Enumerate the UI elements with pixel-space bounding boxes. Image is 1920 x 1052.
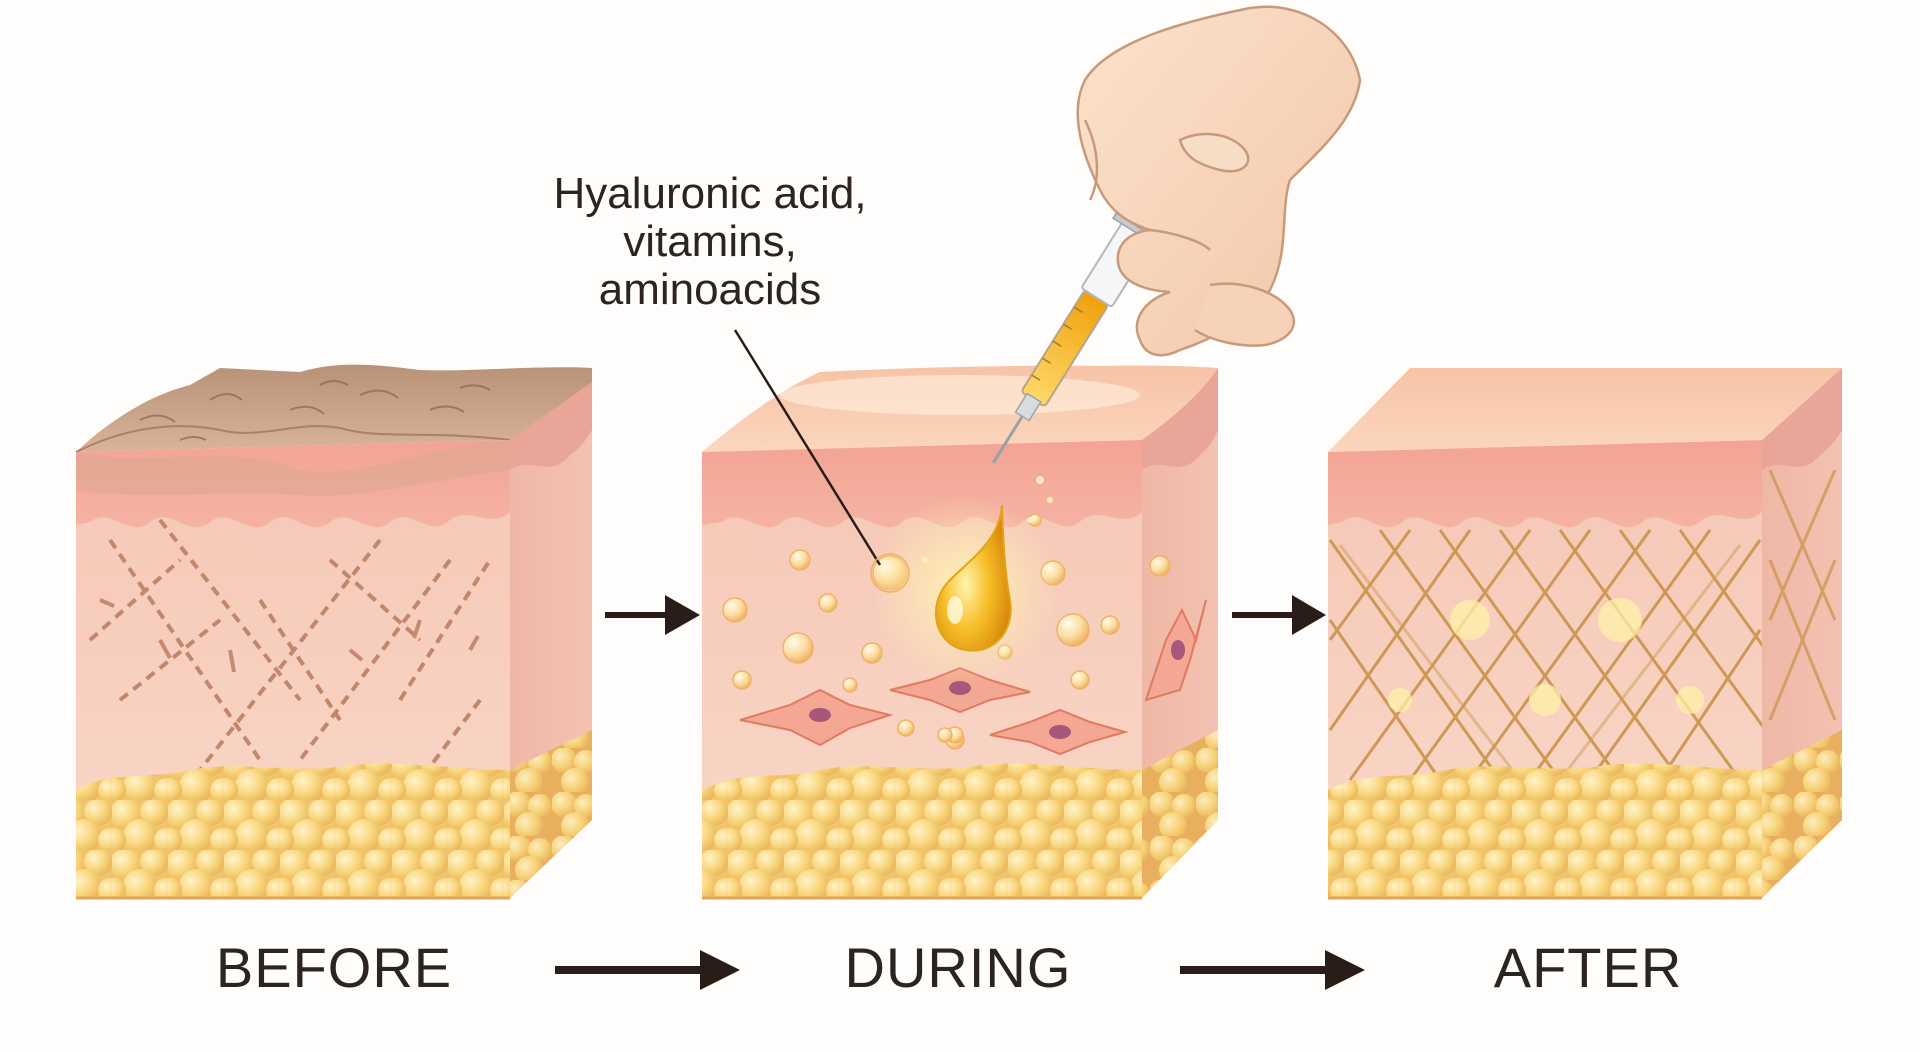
block-arrows bbox=[605, 595, 1326, 635]
skin-block-before bbox=[75, 364, 592, 900]
hand bbox=[1076, 5, 1362, 357]
label-arrows bbox=[555, 950, 1365, 990]
callout-line: vitamins, bbox=[623, 217, 797, 266]
arrow-right-icon bbox=[1180, 950, 1365, 990]
callout-line: Hyaluronic acid, bbox=[553, 169, 867, 218]
label-after: AFTER bbox=[1493, 936, 1683, 999]
skin-block-after bbox=[1328, 368, 1842, 900]
ingredient-callout: Hyaluronic acid, vitamins, aminoacids bbox=[500, 170, 920, 314]
label-before: BEFORE bbox=[215, 936, 453, 999]
arrow-right-icon bbox=[555, 950, 740, 990]
collagen-lattice bbox=[1328, 529, 1762, 781]
skin-block-during bbox=[702, 365, 1218, 900]
callout-line: aminoacids bbox=[598, 265, 822, 314]
arrow-right-icon bbox=[1232, 595, 1326, 635]
callout-leader bbox=[733, 329, 910, 593]
arrow-right-icon bbox=[605, 595, 700, 635]
label-during: DURING bbox=[844, 936, 1072, 999]
